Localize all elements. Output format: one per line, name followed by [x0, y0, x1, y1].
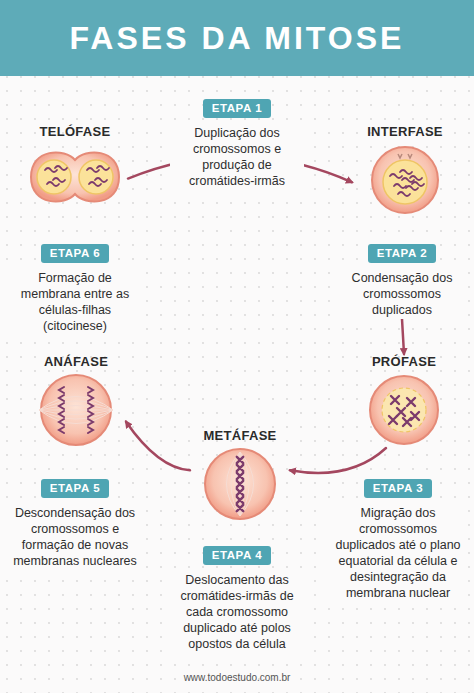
title-bar: FASES DA MITOSE — [0, 0, 474, 76]
step-badge: ETAPA 5 — [41, 479, 110, 498]
cycle-arrow — [402, 319, 404, 354]
step-badge: ETAPA 6 — [41, 244, 110, 263]
cell-illustration — [360, 142, 450, 218]
cell-illustration — [25, 142, 125, 212]
cell-node: TELÓFASE — [22, 124, 128, 212]
phase-heading: METÁFASE — [190, 428, 290, 444]
cell-node: INTERFASE — [352, 124, 458, 218]
step-description: Descondensação dos cromossomos e formaçã… — [4, 504, 146, 570]
phase-heading: PRÓFASE — [354, 354, 454, 370]
cell-illustration — [31, 372, 121, 448]
step-description: Duplicação dos cromossomos e produção de… — [170, 124, 304, 190]
cell-node: PRÓFASE — [354, 354, 454, 448]
step-node: ETAPA 2 Condensação dos cromossomos dupli… — [340, 243, 464, 319]
step-node: ETAPA 6 Formação de membrana entre as cél… — [4, 243, 146, 335]
cell-node: METÁFASE — [190, 428, 290, 522]
cell-illustration — [195, 446, 285, 522]
step-description: Formação de membrana entre as células-fi… — [4, 269, 146, 335]
step-badge: ETAPA 3 — [364, 479, 433, 498]
step-node: ETAPA 1 Duplicação dos cromossomos e prod… — [170, 98, 304, 190]
footer-url: www.todoestudo.com.br — [0, 672, 474, 683]
step-node: ETAPA 5 Descondensação dos cromossomos e … — [4, 478, 146, 570]
step-description: Condensação dos cromossomos duplicados — [340, 269, 464, 319]
step-badge: ETAPA 4 — [203, 546, 272, 565]
step-description: Deslocamento das cromátides-irmãs de cad… — [166, 571, 308, 653]
cycle-arrow — [126, 422, 190, 471]
cell-node: ANÁFASE — [26, 354, 126, 448]
phase-heading: TELÓFASE — [22, 124, 128, 140]
cell-illustration — [359, 372, 449, 448]
step-description: Migração dos cromossomos duplicados até … — [328, 504, 468, 602]
step-badge: ETAPA 1 — [203, 99, 272, 118]
cycle-arrow — [290, 448, 386, 473]
step-badge: ETAPA 2 — [368, 244, 437, 263]
step-node: ETAPA 3 Migração dos cromossomos duplicad… — [328, 478, 468, 602]
title: FASES DA MITOSE — [0, 0, 474, 76]
phase-heading: ANÁFASE — [26, 354, 126, 370]
step-node: ETAPA 4 Deslocamento das cromátides-irmãs… — [166, 545, 308, 653]
phase-heading: INTERFASE — [352, 124, 458, 140]
